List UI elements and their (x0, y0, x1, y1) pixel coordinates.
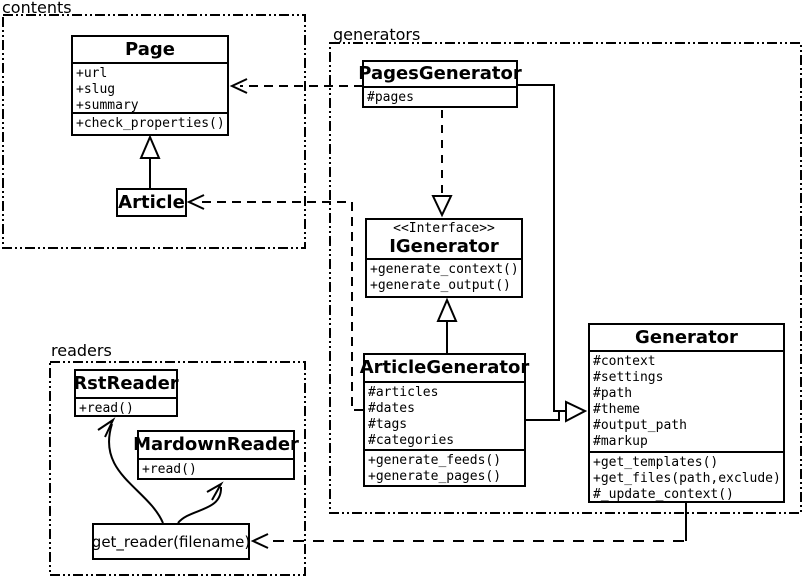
class-member: +summary (76, 98, 139, 112)
class-member: +generate_context() (370, 262, 519, 277)
class-generator: Generator #context#settings#path#theme#o… (588, 323, 785, 503)
dependency-pagesgenerator-page (229, 78, 363, 94)
dependency-articlegenerator-article (186, 194, 363, 411)
arrow-getreader-mardownreader (177, 481, 224, 524)
function-get-reader: get_reader(filename) (92, 523, 250, 560)
class-member: #settings (593, 370, 664, 385)
class-member: +generate_feeds() (368, 453, 502, 468)
class-page-attributes: +url+slug+summary (73, 62, 227, 112)
arrow-getreader-rstreader (97, 417, 164, 524)
package-readers-label: readers (51, 341, 112, 360)
class-member: #categories (368, 433, 455, 448)
class-member: +read() (142, 462, 197, 477)
class-articlegenerator: ArticleGenerator #articles#dates#tags#ca… (359, 353, 530, 487)
class-mardownreader: MardownReader +read() (133, 430, 299, 480)
class-member: #articles (368, 385, 439, 400)
class-mardownreader-methods: +read() (139, 458, 293, 478)
class-generator-attributes: #context#settings#path#theme#output_path… (590, 350, 783, 451)
class-igenerator: <<Interface>> IGenerator +generate_conte… (365, 218, 523, 298)
generalization-article-page (139, 134, 161, 188)
class-member: +get_templates() (593, 455, 719, 470)
class-mardownreader-name: MardownReader (133, 434, 299, 455)
class-member: +url (76, 66, 108, 81)
class-member: +generate_pages() (368, 469, 502, 484)
class-member: +generate_output() (370, 278, 511, 293)
class-articlegenerator-name: ArticleGenerator (359, 357, 530, 378)
class-member: #path (593, 386, 633, 401)
class-rstreader-methods: +read() (76, 397, 176, 415)
class-member: #markup (593, 434, 648, 449)
class-rstreader-name: RstReader (73, 373, 179, 394)
class-rstreader: RstReader +read() (73, 369, 179, 417)
package-contents-border (2, 14, 306, 249)
class-pagesgenerator: PagesGenerator #pages (358, 60, 522, 108)
generalization-generators-generator (518, 84, 588, 423)
class-articlegenerator-attributes: #articles#dates#tags#categories (365, 381, 524, 449)
class-member: #_update_context() (593, 487, 734, 501)
class-article-name: Article (118, 191, 185, 213)
class-member: #pages (367, 90, 414, 105)
class-igenerator-methods: +generate_context()+generate_output() (367, 258, 521, 296)
class-page-name: Page (125, 38, 175, 60)
class-member: +slug (76, 82, 116, 97)
class-pagesgenerator-attributes: #pages (364, 86, 516, 106)
class-article: Article (116, 188, 187, 217)
class-igenerator-stereotype: <<Interface>> (393, 220, 495, 236)
class-member: +read() (79, 401, 134, 415)
class-member: #context (593, 354, 656, 369)
dependency-generator-getreader (250, 503, 687, 549)
class-page: Page +url+slug+summary +check_properties… (71, 35, 229, 136)
class-member: #output_path (593, 418, 687, 433)
class-member: +get_files(path,exclude) (593, 471, 781, 486)
class-generator-methods: +get_templates()+get_files(path,exclude)… (590, 451, 783, 501)
class-member: #tags (368, 417, 408, 432)
realization-pagesgenerator-igenerator (431, 110, 453, 218)
package-contents-label: contents (2, 0, 72, 17)
class-igenerator-name: IGenerator (389, 235, 499, 257)
generalization-articlegenerator-igenerator (436, 297, 458, 353)
class-page-methods: +check_properties() (73, 112, 227, 134)
class-generator-name: Generator (635, 326, 738, 348)
package-generators-label: generators (333, 25, 421, 44)
class-articlegenerator-methods: +generate_feeds()+generate_pages() (365, 449, 524, 485)
package-readers-border (49, 361, 306, 576)
class-pagesgenerator-name: PagesGenerator (358, 63, 522, 84)
package-generators-border (329, 42, 802, 514)
class-member: #theme (593, 402, 640, 417)
class-member: +check_properties() (76, 116, 225, 131)
class-member: #dates (368, 401, 415, 416)
